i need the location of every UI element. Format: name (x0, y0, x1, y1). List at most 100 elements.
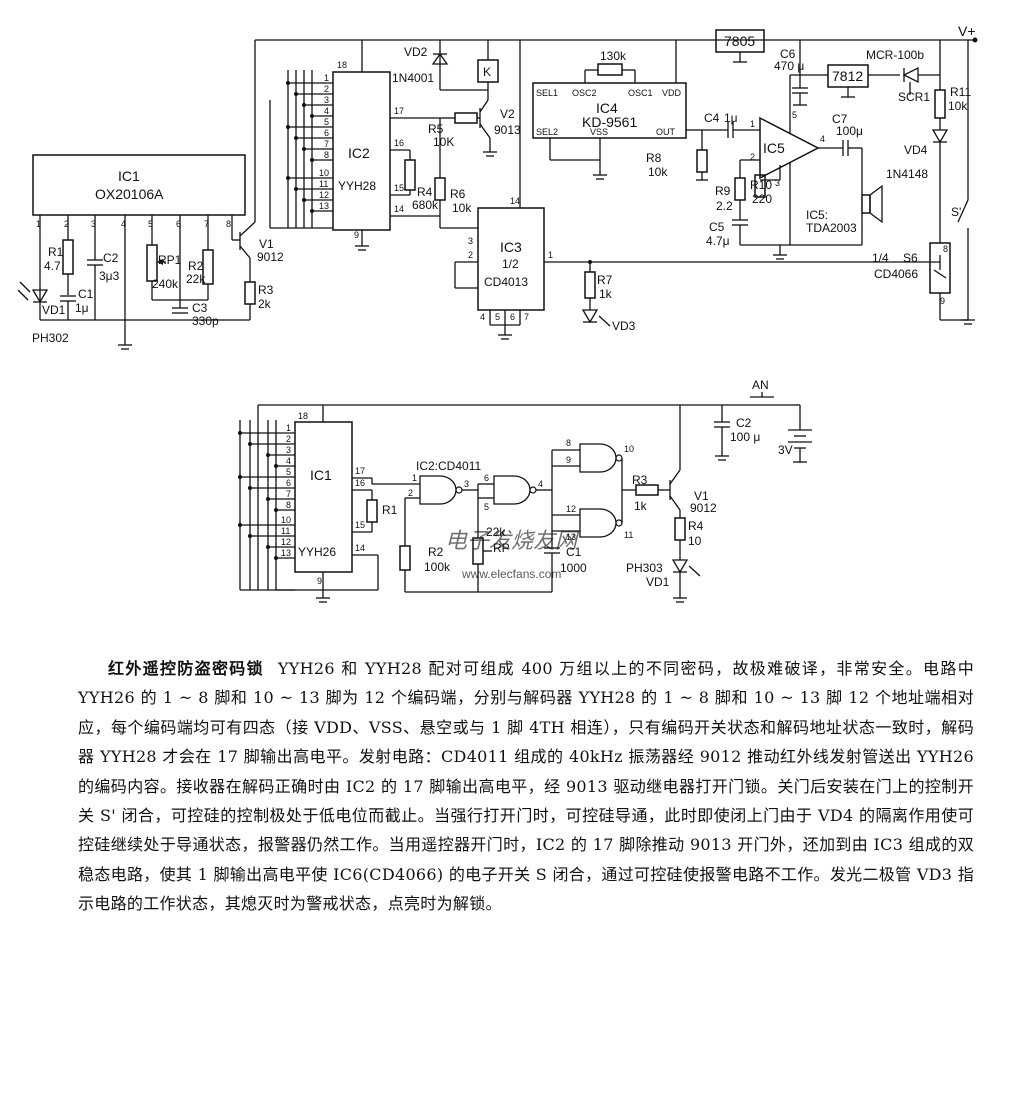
svg-text:1: 1 (36, 219, 41, 229)
ic3-frac: 1/2 (502, 257, 519, 271)
svg-text:330p: 330p (192, 314, 219, 328)
ic2-part: YYH28 (338, 179, 376, 193)
svg-text:MCR-100b: MCR-100b (866, 48, 924, 62)
svg-text:10K: 10K (433, 135, 454, 149)
svg-text:C3: C3 (192, 301, 208, 315)
svg-text:VD3: VD3 (612, 319, 636, 333)
svg-text:5: 5 (484, 502, 489, 512)
svg-text:1: 1 (750, 119, 755, 129)
svg-text:10: 10 (624, 444, 634, 454)
ic1-part: OX20106A (95, 186, 164, 202)
power-section: C2 100 μ AN 3V (714, 378, 812, 463)
svg-text:7805: 7805 (724, 33, 755, 49)
svg-text:CD4066: CD4066 (874, 267, 918, 281)
svg-text:11: 11 (624, 530, 633, 540)
svg-text:7: 7 (324, 139, 329, 149)
svg-text:10k: 10k (948, 99, 968, 113)
svg-text:2k: 2k (258, 297, 272, 311)
ic4-pins: SEL1 OSC2 OSC1 VDD SEL2 VSS OUT 130k (536, 40, 682, 180)
svg-text:3: 3 (464, 479, 469, 489)
svg-text:R8: R8 (646, 151, 662, 165)
svg-text:7: 7 (204, 219, 209, 229)
description-body: YYH26 和 YYH28 配对可组成 400 万组以上的不同密码，故极难破译，… (78, 659, 974, 914)
svg-text:PH302: PH302 (32, 331, 69, 345)
svg-text:7812: 7812 (832, 68, 863, 84)
svg-text:2: 2 (64, 219, 69, 229)
svg-text:10k: 10k (648, 165, 668, 179)
svg-text:V1: V1 (259, 237, 274, 251)
svg-text:R3: R3 (632, 473, 648, 487)
svg-text:4: 4 (480, 312, 485, 322)
svg-text:4: 4 (121, 219, 126, 229)
relay-driver: VD2 1N4001 K R5 10K V2 9013 (392, 40, 521, 229)
svg-text:R4: R4 (688, 519, 704, 533)
svg-text:470 μ: 470 μ (774, 59, 804, 73)
svg-text:8: 8 (226, 219, 231, 229)
svg-text:9013: 9013 (494, 123, 521, 137)
svg-text:2: 2 (286, 434, 291, 444)
svg-text:14: 14 (394, 204, 404, 214)
svg-text:18: 18 (298, 411, 308, 421)
transmitter-circuit: IC1 YYH26 (238, 378, 812, 603)
svg-text:11: 11 (281, 526, 290, 536)
svg-text:R7: R7 (597, 273, 613, 287)
svg-text:17: 17 (355, 466, 365, 476)
svg-text:R4: R4 (417, 185, 433, 199)
svg-text:4.7: 4.7 (44, 259, 61, 273)
svg-text:22k: 22k (486, 525, 506, 539)
svg-text:5: 5 (286, 467, 291, 477)
circuit-schematic: V+ IC1 OX20106A 1 2 3 4 5 6 7 8 (17, 23, 978, 603)
svg-text:R1: R1 (48, 245, 64, 259)
svg-text:15: 15 (394, 183, 404, 193)
svg-text:7: 7 (286, 489, 291, 499)
svg-text:8: 8 (943, 244, 948, 254)
svg-text:RP: RP (493, 541, 510, 555)
svg-text:C1: C1 (566, 545, 582, 559)
ic1-ox20106a (32, 154, 246, 216)
svg-text:2: 2 (408, 488, 413, 498)
watermark-url: www.elecfans.com (461, 567, 561, 581)
svg-text:6: 6 (484, 473, 489, 483)
svg-text:13: 13 (566, 532, 576, 542)
svg-text:7: 7 (524, 312, 529, 322)
ic3-part: CD4013 (484, 275, 528, 289)
svg-text:OSC2: OSC2 (572, 88, 597, 98)
ic1-name: IC1 (118, 168, 140, 184)
svg-text:R9: R9 (715, 184, 731, 198)
svg-text:5: 5 (495, 312, 500, 322)
svg-text:4: 4 (286, 456, 291, 466)
svg-text:8: 8 (566, 438, 571, 448)
svg-text:4: 4 (324, 106, 329, 116)
svg-text:6: 6 (286, 478, 291, 488)
svg-text:10k: 10k (452, 201, 472, 215)
svg-text:220: 220 (752, 192, 772, 206)
svg-text:1k: 1k (599, 287, 613, 301)
svg-text:C7: C7 (832, 112, 848, 126)
ic4-part: KD-9561 (582, 114, 637, 130)
svg-text:3: 3 (775, 178, 780, 188)
svg-text:C6: C6 (780, 47, 796, 61)
svg-text:R2: R2 (188, 259, 204, 273)
svg-text:10: 10 (688, 534, 702, 548)
svg-text:VD1: VD1 (646, 575, 670, 589)
svg-text:R10: R10 (750, 178, 772, 192)
regulators: 7805 C6 470 μ 7812 (715, 29, 900, 106)
svg-text:9: 9 (354, 230, 359, 240)
svg-text:3V: 3V (778, 443, 793, 457)
ic3-name: IC3 (500, 239, 522, 255)
svg-text:14: 14 (510, 196, 520, 206)
svg-text:PH303: PH303 (626, 561, 663, 575)
svg-text:15: 15 (355, 520, 365, 530)
svg-text:3: 3 (468, 236, 473, 246)
svg-text:17: 17 (394, 106, 404, 116)
svg-text:R5: R5 (428, 122, 444, 136)
svg-text:R6: R6 (450, 187, 466, 201)
ic3-cd4013 (477, 207, 545, 311)
svg-text:8: 8 (324, 150, 329, 160)
audio-path: R8 10k C4 1μ (646, 111, 760, 181)
nand-gates: 1 2 3 6 5 4 8 9 10 (371, 438, 636, 542)
ic3-pins: 14 3 2 1 4 5 6 7 (454, 40, 940, 340)
svg-text:3: 3 (286, 445, 291, 455)
svg-text:10: 10 (281, 515, 291, 525)
svg-text:1: 1 (412, 473, 417, 483)
